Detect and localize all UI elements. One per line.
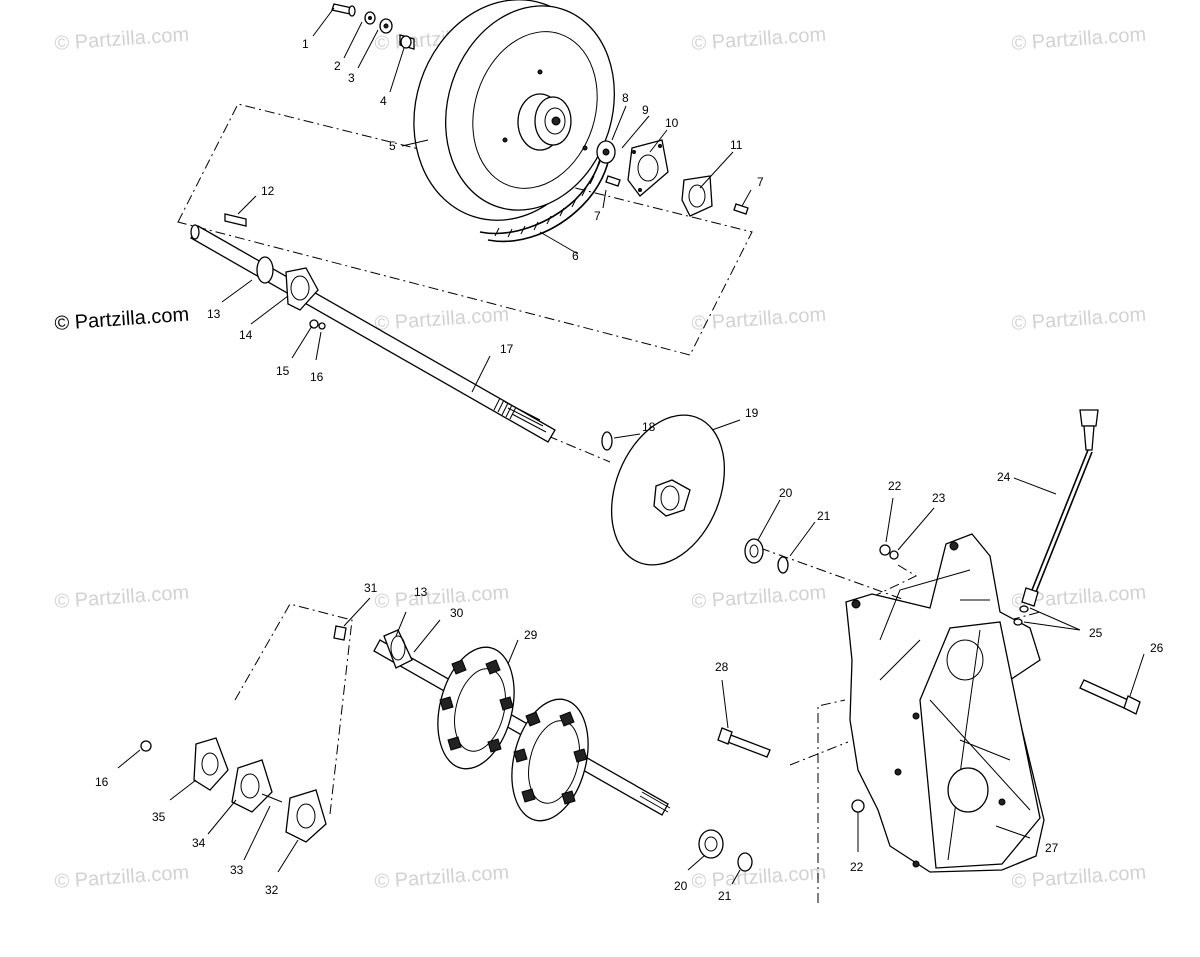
fasteners [717,544,1141,813]
watermark: © Partzilla.com [54,862,190,893]
callout-29: 29 [524,628,538,642]
callout-34: 34 [192,836,206,850]
callout-35: 35 [152,810,166,824]
callout-21: 21 [718,889,732,903]
key [224,213,247,227]
callout-26: 26 [1150,641,1164,655]
jackshaft [190,224,556,443]
watermark: © Partzilla.com [1011,304,1147,335]
callout-24: 24 [997,470,1011,484]
watermark: © Partzilla.com [691,862,827,893]
driven-pulley [413,0,615,221]
callout-13: 13 [414,585,428,599]
callout-21: 21 [817,509,831,523]
callout-30: 30 [450,606,464,620]
callout-18: 18 [642,420,656,434]
callout-20: 20 [674,879,688,893]
callout-28: 28 [715,660,729,674]
callout-9: 9 [642,103,649,117]
callout-16: 16 [95,775,109,789]
callout-6: 6 [572,249,579,263]
callout-12: 12 [261,184,275,198]
callout-20: 20 [779,486,793,500]
callout-32: 32 [265,883,279,897]
watermark: © Partzilla.com [1011,24,1147,55]
watermark: © Partzilla.com [54,582,190,613]
watermark: © Partzilla.com [54,24,190,55]
drive-shaft [333,625,671,822]
callout-19: 19 [745,406,759,420]
bolt-and-washers [331,3,415,50]
bearing-flanges [596,139,749,217]
callout-7: 7 [594,209,601,223]
callout-13: 13 [207,307,221,321]
callout-3: 3 [348,71,355,85]
watermark: © Partzilla.com [691,582,827,613]
callout-1: 1 [302,37,309,51]
callout-10: 10 [665,116,679,130]
callout-27: 27 [1045,841,1059,855]
callout-22: 22 [888,479,902,493]
callout-11: 11 [730,138,743,152]
watermark-main: © Partzilla.com [54,304,190,335]
callout-33: 33 [230,863,244,877]
callout-8: 8 [622,91,629,105]
leader-lines [117,7,1145,885]
watermark: © Partzilla.com [374,862,510,893]
watermark: © Partzilla.com [691,304,827,335]
callout-15: 15 [276,364,290,378]
callout-7: 7 [757,175,764,189]
callout-14: 14 [239,328,253,342]
watermark: © Partzilla.com [691,24,827,55]
chaincase [845,533,1045,873]
callout-4: 4 [380,94,387,108]
callout-5: 5 [389,139,396,153]
brake-disc [601,414,789,574]
bottom-flanges [140,737,753,872]
dipstick [1013,409,1099,626]
callout-23: 23 [932,491,946,505]
callout-31: 31 [364,581,378,595]
callout-25: 25 [1089,626,1103,640]
drive-chain [479,149,611,243]
watermark: © Partzilla.com [374,582,510,613]
callout-17: 17 [500,342,514,356]
callout-22: 22 [850,860,864,874]
watermark: © Partzilla.com [374,304,510,335]
callouts: 1 2 3 4 5 6 7 7 8 9 10 11 12 13 13 14 15… [95,37,1164,903]
watermark: © Partzilla.com [1011,862,1147,893]
callout-16: 16 [310,370,324,384]
callout-2: 2 [334,59,341,73]
